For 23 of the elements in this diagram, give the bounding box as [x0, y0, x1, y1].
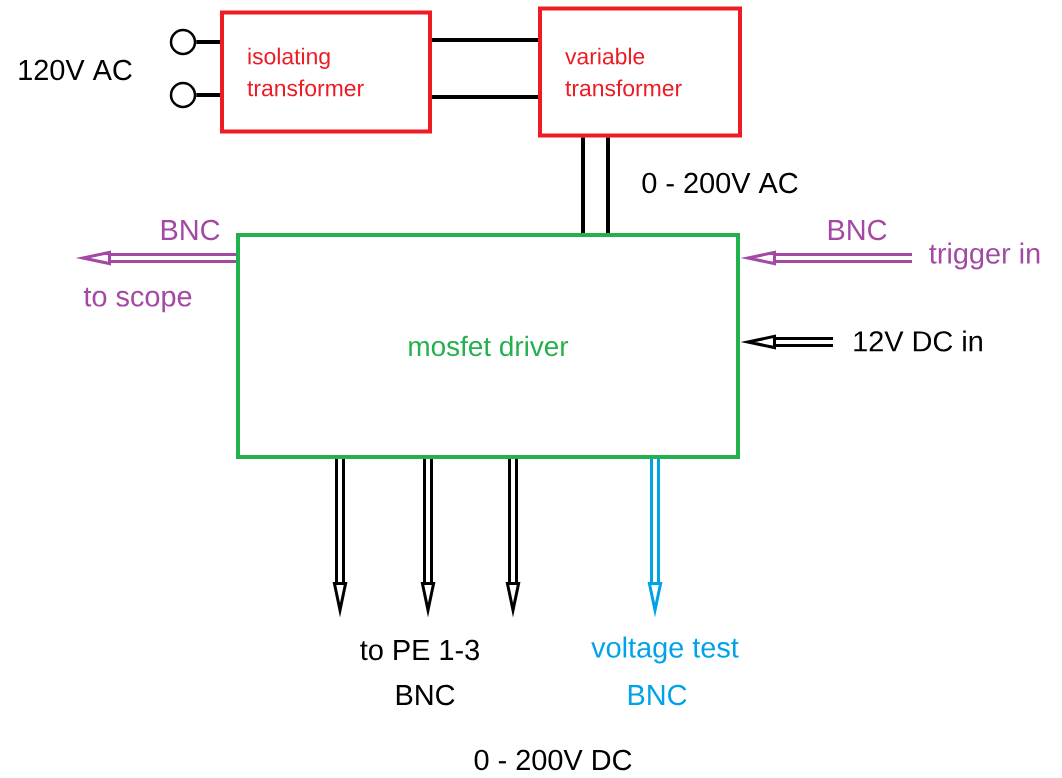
edge-label: 12V DC in [851, 329, 985, 353]
label: BNC [396, 684, 455, 706]
label: BNC [628, 684, 687, 706]
driver-box: mosfet driver [236, 233, 740, 459]
connecting-line [196, 40, 220, 44]
transformer-box: isolating transformer [220, 10, 432, 134]
connecting-line [196, 93, 220, 97]
connecting-line [432, 38, 538, 42]
label: to scope [83, 287, 192, 313]
terminal-circle [169, 28, 197, 56]
label: voltage test [591, 636, 739, 664]
terminal-circle [169, 81, 197, 109]
connecting-line [606, 137, 610, 233]
transformer-box: variable transformer [538, 6, 742, 138]
label: to PE 1-3 [360, 639, 479, 661]
edge-label: 0 - 200V AC [640, 171, 800, 195]
label: 0 - 200V DC [474, 749, 632, 771]
label: 120V AC [19, 59, 132, 81]
edge-label: BNC [158, 218, 222, 242]
edge-label: BNC [825, 218, 889, 242]
connecting-line [432, 95, 538, 99]
label: trigger in [929, 242, 1040, 270]
connecting-line [581, 137, 585, 233]
